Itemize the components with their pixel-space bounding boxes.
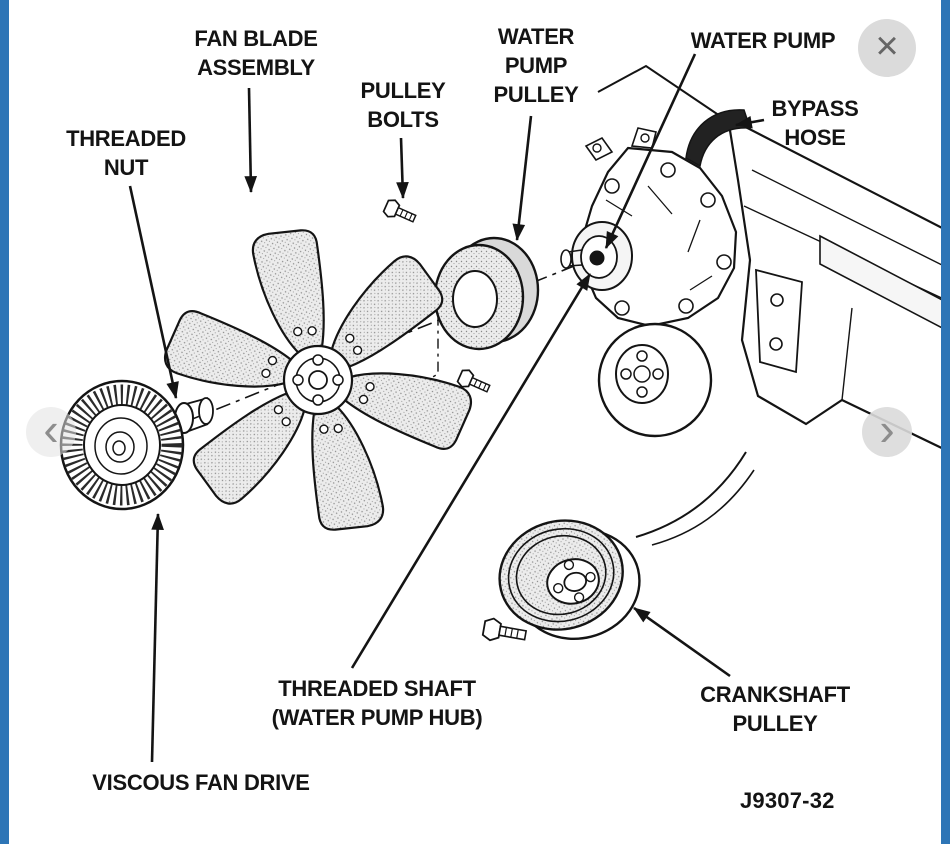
label-line: CRANKSHAFT	[700, 682, 850, 707]
label-line: (WATER PUMP HUB)	[271, 705, 483, 731]
arrow-threaded-shaft	[350, 273, 592, 669]
label-fan-blade-assembly: FAN BLADE ASSEMBLY	[166, 24, 346, 82]
arrow-crankshaft-pulley	[633, 606, 731, 678]
label-line: BOLTS	[367, 107, 439, 133]
label-pulley-bolts: PULLEY BOLTS	[343, 76, 463, 134]
label-bypass-hose: BYPASS HOSE	[756, 94, 874, 152]
previous-image-button[interactable]: ‹	[26, 403, 76, 457]
chevron-right-icon: ›	[879, 403, 895, 455]
close-icon: ×	[875, 24, 899, 68]
label-line: PULLEY	[732, 711, 818, 737]
label-line: ASSEMBLY	[197, 55, 315, 81]
label-line: FAN BLADE	[194, 26, 318, 51]
label-viscous-fan-drive: VISCOUS FAN DRIVE	[81, 768, 321, 797]
label-line: WATER	[497, 24, 575, 49]
label-water-pump-pulley: WATER PUMP PULLEY	[475, 22, 597, 109]
arrow-water-pump-pulley	[512, 115, 533, 242]
pump-flange	[597, 322, 713, 438]
arrow-fan-blade-assembly	[244, 87, 258, 194]
fan-blade-assembly-part	[160, 221, 476, 539]
arrow-water-pump	[604, 53, 697, 249]
left-accent-border	[0, 0, 9, 844]
arrow-pulley-bolts	[396, 137, 409, 200]
label-line: VISCOUS FAN DRIVE	[92, 770, 310, 795]
label-line: NUT	[103, 155, 149, 181]
crank-bolt	[481, 617, 528, 642]
label-line: THREADED	[66, 126, 186, 151]
label-threaded-shaft: THREADED SHAFT (WATER PUMP HUB)	[252, 674, 502, 732]
label-threaded-nut: THREADED NUT	[46, 124, 206, 182]
close-button[interactable]: ×	[858, 19, 916, 77]
label-line: PUMP	[504, 53, 568, 79]
label-line: BYPASS	[771, 96, 859, 121]
engine-block	[597, 64, 950, 454]
crankshaft-pulley-part	[498, 519, 641, 641]
figure-code: J9307-32	[740, 788, 835, 813]
arrow-bypass-hose	[734, 115, 765, 129]
viscous-fan-drive-part	[59, 379, 185, 511]
right-accent-border	[941, 0, 950, 844]
arrow-viscous-fan-drive	[150, 512, 164, 763]
label-line: HOSE	[784, 125, 846, 151]
water-pump-pulley-part	[433, 236, 540, 351]
belt-curve	[635, 451, 755, 546]
label-crankshaft-pulley: CRANKSHAFT PULLEY	[685, 680, 865, 738]
label-line: PULLEY	[493, 82, 579, 108]
label-water-pump: WATER PUMP	[675, 26, 851, 55]
pulley-bolt-1	[382, 199, 417, 223]
label-line: THREADED SHAFT	[278, 676, 476, 701]
chevron-left-icon: ‹	[43, 403, 59, 455]
water-pump-body	[560, 127, 738, 328]
next-image-button[interactable]: ›	[862, 403, 912, 457]
pulley-bolt-2	[456, 369, 491, 393]
label-line: WATER PUMP	[690, 28, 836, 53]
arrow-threaded-nut	[128, 185, 179, 400]
label-line: PULLEY	[360, 78, 446, 103]
callout-arrows	[128, 53, 765, 763]
